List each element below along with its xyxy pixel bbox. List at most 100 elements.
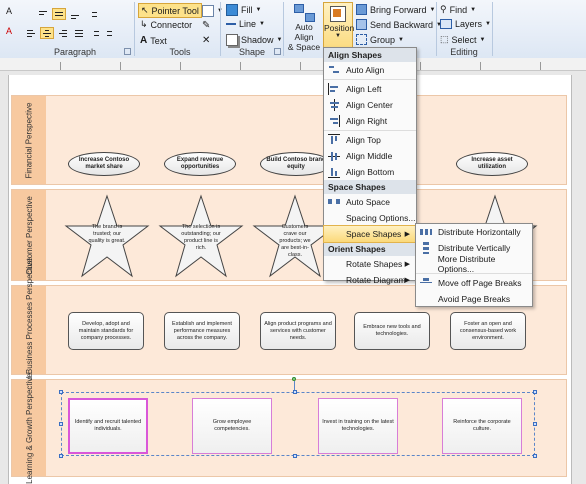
- financial-objective[interactable]: Increase asset utilization: [456, 152, 528, 176]
- line-label: Line: [239, 19, 257, 29]
- ruler-tick: [480, 62, 481, 70]
- more-distribute-options-menu-item[interactable]: More Distribute Options...: [416, 254, 532, 274]
- select-label: Select: [451, 34, 477, 45]
- select-button[interactable]: ⬚ Select▼: [440, 34, 486, 45]
- learning-objective[interactable]: Invest in training on the latest technol…: [318, 398, 398, 454]
- align-left-menu-item[interactable]: Align Left: [324, 81, 416, 97]
- decrease-indent-icon[interactable]: [104, 27, 118, 39]
- selection-handle[interactable]: [59, 422, 63, 426]
- auto-space-icon: [328, 196, 340, 208]
- distribute-vertically-icon: [420, 242, 432, 254]
- align-center-menu-item[interactable]: Align Center: [324, 97, 416, 113]
- align-middle-menu-item[interactable]: Align Middle: [324, 148, 416, 164]
- fill-label: Fill: [241, 5, 253, 15]
- connector-button[interactable]: ↳ Connector: [140, 19, 192, 30]
- position-label: Position: [324, 23, 355, 33]
- auto-align-menu-item[interactable]: Auto Align: [324, 62, 416, 78]
- selection-handle[interactable]: [59, 454, 63, 458]
- internal-objective[interactable]: Develop, adopt and maintain standards fo…: [68, 312, 144, 350]
- align-center-icon[interactable]: [40, 27, 54, 39]
- increase-indent-icon[interactable]: [88, 27, 102, 39]
- auto-align-label: Auto Align: [294, 22, 314, 42]
- bring-forward-button[interactable]: Bring Forward▼: [356, 4, 435, 15]
- rotation-handle[interactable]: [292, 377, 296, 381]
- financial-objective[interactable]: Build Contoso brand equity: [260, 152, 332, 176]
- rectangle-tool-button[interactable]: ▼: [202, 5, 223, 17]
- shadow-button[interactable]: Shadow▼: [226, 34, 282, 46]
- star-shape: [158, 194, 244, 278]
- align-top-text-icon[interactable]: [36, 8, 50, 20]
- customer-objective-star[interactable]: The brand is trusted; our quality is gre…: [64, 194, 150, 278]
- selection-handle[interactable]: [533, 422, 537, 426]
- justify-icon[interactable]: [72, 27, 86, 39]
- space-shapes-menu-item[interactable]: Space Shapes ▶: [323, 225, 417, 243]
- space-shapes-header: Space Shapes: [324, 180, 416, 194]
- lane-learning[interactable]: Learning & Growth Perspective Identify a…: [11, 373, 567, 483]
- font-size-button[interactable]: A: [6, 6, 13, 16]
- position-button[interactable]: Position ▼: [323, 2, 355, 54]
- distribute-horizontally-menu-item[interactable]: Distribute Horizontally: [416, 224, 532, 240]
- learning-objective[interactable]: Reinforce the corporate culture.: [442, 398, 522, 454]
- internal-objective[interactable]: Embrace new tools and technologies.: [354, 312, 430, 350]
- connection-point-tool-button[interactable]: ✕: [202, 35, 210, 46]
- internal-objective[interactable]: Align product programs and services with…: [260, 312, 336, 350]
- group-button[interactable]: Group▼: [356, 34, 404, 45]
- selection-bounding-box[interactable]: [61, 392, 535, 456]
- menu-divider: [324, 130, 416, 131]
- internal-objective[interactable]: Establish and implement performance meas…: [164, 312, 240, 350]
- fill-button[interactable]: Fill▼: [226, 4, 261, 16]
- submenu-arrow-icon: ▶: [404, 277, 410, 284]
- connector-icon: ↳: [140, 19, 148, 29]
- font-color-button[interactable]: A: [6, 26, 13, 36]
- financial-objective[interactable]: Expand revenue opportunities: [164, 152, 236, 176]
- paragraph-dialog-launcher[interactable]: [124, 48, 131, 55]
- shape-dialog-launcher[interactable]: [274, 48, 281, 55]
- spacing-options-menu-item[interactable]: Spacing Options...: [324, 210, 416, 226]
- avoid-page-breaks-menu-item[interactable]: Avoid Page Breaks: [416, 291, 532, 307]
- align-right-menu-item[interactable]: Align Right: [324, 113, 416, 129]
- ruler-tick: [300, 62, 301, 70]
- selection-handle[interactable]: [293, 390, 297, 394]
- distribute-vertically-menu-item[interactable]: Distribute Vertically: [416, 240, 532, 256]
- text-tool-button[interactable]: A Text: [140, 35, 167, 46]
- move-off-page-breaks-menu-item[interactable]: Move off Page Breaks: [416, 275, 532, 291]
- lane-customer[interactable]: Customer Perspective The brand is truste…: [11, 189, 567, 281]
- align-right-icon[interactable]: [56, 27, 70, 39]
- pointer-tool-button[interactable]: ↖ Pointer Tool: [138, 3, 202, 18]
- align-bottom-text-icon[interactable]: [68, 8, 82, 20]
- customer-objective-star[interactable]: The selection is outstanding; our produc…: [158, 194, 244, 278]
- internal-objective[interactable]: Foster an open and consensus-based work …: [450, 312, 526, 350]
- pointer-tool-label: Pointer Tool: [151, 5, 199, 16]
- ruler-tick: [120, 62, 121, 70]
- rotate-diagram-menu-item[interactable]: Rotate Diagram ▶: [324, 272, 416, 288]
- align-center-icon: [328, 99, 340, 111]
- financial-objective[interactable]: Increase Contoso market share: [68, 152, 140, 176]
- layers-button[interactable]: Layers▼: [440, 19, 491, 29]
- line-button[interactable]: Line▼: [226, 19, 265, 29]
- find-button[interactable]: ⚲ Find▼: [440, 4, 477, 15]
- send-backward-icon: [356, 19, 367, 30]
- selection-handle[interactable]: [533, 454, 537, 458]
- selection-handle[interactable]: [293, 454, 297, 458]
- auto-align-space-button[interactable]: Auto Align & Space: [285, 4, 323, 52]
- align-bottom-menu-item[interactable]: Align Bottom: [324, 164, 416, 180]
- align-middle-icon: [328, 150, 340, 162]
- send-backward-button[interactable]: Send Backward▼: [356, 19, 442, 30]
- auto-space-menu-item[interactable]: Auto Space: [324, 194, 416, 210]
- pointer-icon: ↖: [141, 5, 149, 15]
- star-label: The brand is trusted; our quality is gre…: [88, 224, 126, 244]
- bullets-icon[interactable]: [86, 8, 100, 20]
- space-shapes-submenu: Distribute Horizontally Distribute Verti…: [415, 223, 533, 307]
- orient-shapes-header: Orient Shapes: [324, 242, 416, 256]
- auto-align-icon: [294, 4, 315, 22]
- align-left-icon[interactable]: [24, 27, 38, 39]
- rotate-shapes-menu-item[interactable]: Rotate Shapes ▶: [324, 256, 416, 272]
- learning-objective[interactable]: Grow employee competencies.: [192, 398, 272, 454]
- lane-financial[interactable]: Financial Perspective Increase Contoso m…: [11, 95, 567, 185]
- selection-handle[interactable]: [533, 390, 537, 394]
- align-top-menu-item[interactable]: Align Top: [324, 132, 416, 148]
- pencil-tool-button[interactable]: ✎: [202, 20, 210, 31]
- align-middle-text-icon[interactable]: [52, 8, 66, 20]
- selection-handle[interactable]: [59, 390, 63, 394]
- learning-objective[interactable]: Identify and recruit talented individual…: [68, 398, 148, 454]
